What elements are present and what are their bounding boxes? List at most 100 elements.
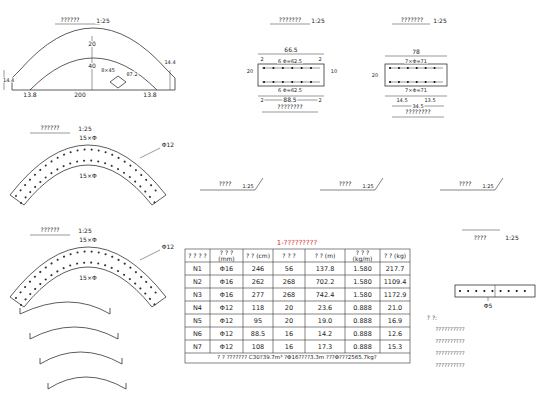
table-cell: Φ16 (219, 265, 234, 272)
dimension-label: ?????????? (434, 339, 465, 345)
dimension-label: ??????? (278, 17, 302, 23)
dimension-label: 88.5 (282, 97, 297, 103)
table-cell: 20 (284, 304, 294, 311)
table-cell: 0.888 (352, 343, 373, 350)
table-cell: Φ12 (219, 343, 234, 350)
table-cell: 19.0 (317, 317, 333, 324)
table-cell: 217.7 (385, 265, 406, 272)
table-cell: 262 (251, 278, 265, 285)
table-cell: 21.0 (387, 304, 403, 311)
dimension-label: 15×Φ (78, 135, 97, 141)
table-cell: 277 (251, 291, 265, 298)
dimension-label: 2 (317, 98, 322, 103)
dimension-label: 15×Φ (78, 173, 97, 179)
table-cell: 88.5 (250, 330, 266, 337)
dimension-label: 40 (87, 63, 97, 69)
table-cell: ? ? ? (mm) (210, 250, 243, 262)
lap-section (455, 230, 535, 301)
table-cell: 268 (282, 291, 296, 298)
dimension-label: ???? (218, 181, 233, 187)
table-cell: 246 (251, 265, 265, 272)
leader-line (200, 178, 503, 190)
table-cell: ? ? ? ? (185, 253, 210, 259)
dimension-label: 87.2 (125, 72, 138, 77)
table-cell: N4 (192, 304, 203, 311)
dimension-label: 6 Φ=62.5 (277, 59, 303, 64)
dimension-label: 20 (371, 73, 379, 78)
dimension-label: 1-????????? (276, 240, 318, 247)
table-cell: 23.6 (317, 304, 333, 311)
table-cell: Φ16 (219, 291, 234, 298)
dimension-label: 15×Φ (78, 275, 97, 281)
dimension-label: 14.4 (163, 60, 176, 65)
dimension-label: Φ12 (161, 142, 175, 148)
table-cell: 16 (284, 343, 294, 350)
dimension-label: 1:25 (481, 184, 494, 189)
dimension-label: ???? (458, 181, 473, 187)
table-cell: ? ? ? (273, 253, 305, 259)
dimension-label: 1:25 (504, 235, 519, 241)
dimension-label: ?????????? (434, 351, 465, 357)
dimension-label: 20 (246, 69, 254, 74)
table-cell: 137.8 (315, 265, 336, 272)
table-cell: ? ? (cm) (243, 253, 273, 259)
dimension-label: 13.5 (423, 98, 436, 103)
dimension-label: 13.8 (142, 92, 157, 98)
table-cell: N6 (192, 330, 203, 337)
dimension-label: 1:25 (361, 184, 374, 189)
table-grid (185, 249, 410, 363)
dimension-label: ???? (338, 181, 353, 187)
dimension-label: ???? (473, 235, 488, 241)
dimension-label: 8×45 (100, 68, 116, 73)
table-cell: 0.888 (352, 317, 373, 324)
section-view (258, 24, 447, 117)
arch-rebar-view (10, 133, 166, 307)
table-cell: N7 (192, 343, 203, 350)
dimension-label: 7×Φ=71 (404, 88, 428, 93)
table-cell: N5 (192, 317, 203, 324)
table-cell: ? ? (kg) (380, 253, 410, 259)
table-cell: N1 (192, 265, 203, 272)
table-cell: Φ12 (219, 330, 234, 337)
dimension-label: Φ12 (161, 244, 175, 250)
table-cell: 1109.4 (383, 278, 408, 285)
table-cell: ? ? (m) (305, 253, 345, 259)
dimension-label: 1:25 (95, 18, 110, 24)
dimension-label: ? ?: (426, 315, 438, 321)
dimension-label: ?????????? (434, 363, 465, 369)
table-cell: 15.3 (387, 343, 403, 350)
dimension-label: 7×Φ=71 (404, 59, 428, 64)
table-cell: 14.2 (317, 330, 333, 337)
table-cell: 20 (284, 317, 294, 324)
dimension-label: 2 (259, 57, 264, 62)
dimension-label: 78 (411, 49, 421, 55)
table-cell: 0.888 (352, 330, 373, 337)
dimension-label: 14.4 (2, 78, 15, 83)
table-cell: 16 (284, 330, 294, 337)
table-cell: 1.580 (352, 265, 373, 272)
table-cell: Φ12 (219, 304, 234, 311)
dimension-label: 1:25 (77, 228, 92, 234)
dimension-label: ?????????? (434, 327, 465, 333)
dimension-label: 10 (330, 69, 338, 74)
dimension-label: ?????? (39, 227, 60, 233)
table-cell: 95 (253, 317, 263, 324)
table-cell: Φ12 (219, 317, 234, 324)
dimension-label: 14.5 (395, 98, 408, 103)
table-cell: 56 (284, 265, 294, 272)
table-cell: N2 (192, 278, 203, 285)
arch-outline (4, 24, 175, 90)
dimension-label: ??????? (400, 17, 424, 23)
dimension-label: Φ5 (483, 303, 494, 309)
dimension-label: ? ? ??????? C30?39.7m³ ?Φ16????3.3m ???Φ… (216, 355, 377, 361)
table-cell: ? ? ? (kg/m) (345, 250, 380, 262)
dimension-label: 34.5 (411, 104, 424, 109)
dimension-label: 200 (73, 92, 86, 98)
table-cell: 118 (251, 304, 265, 311)
dimension-label: 15×Φ (78, 237, 97, 243)
dimension-label: 13.8 (22, 92, 37, 98)
table-cell: 268 (282, 278, 296, 285)
dimension-label: 20 (87, 41, 97, 47)
table-cell: N3 (192, 291, 203, 298)
